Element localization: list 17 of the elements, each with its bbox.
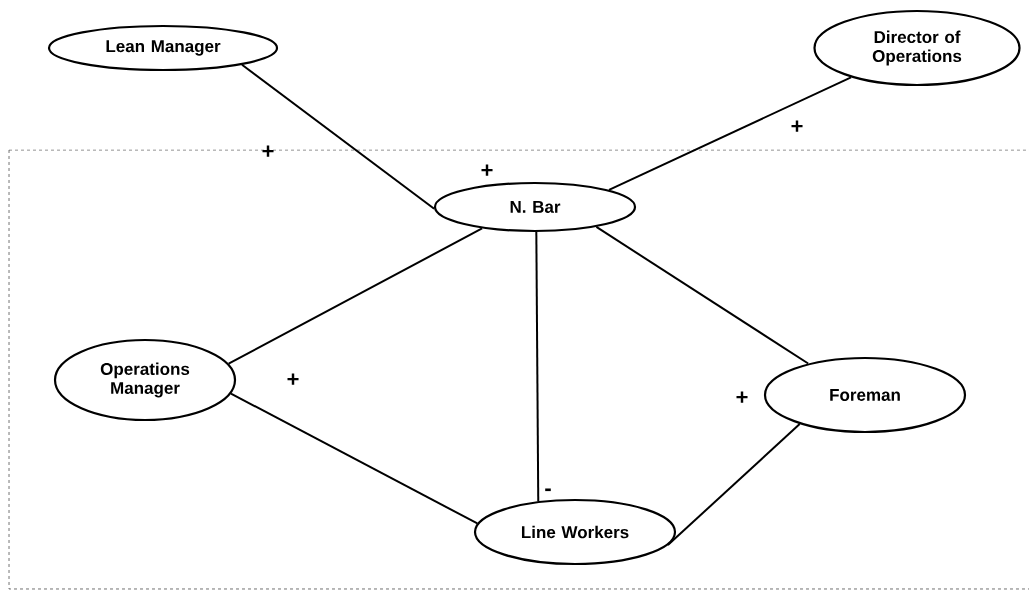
connector-line — [666, 423, 801, 547]
connector-line — [608, 76, 853, 191]
ellipse-node: Operations Manager — [53, 338, 237, 422]
sign-label: + — [287, 373, 299, 385]
connector-line — [595, 225, 810, 365]
sign-label: + — [262, 145, 274, 157]
ellipse-node: N. Bar — [433, 181, 637, 233]
connector-line — [535, 231, 540, 503]
sign-label: + — [791, 120, 803, 132]
ellipse-node: Lean Manager — [47, 24, 279, 72]
connector-line — [229, 392, 479, 525]
sign-label: - — [545, 488, 551, 492]
ellipse-node: Foreman — [763, 356, 967, 434]
connector-line — [227, 227, 484, 365]
ellipse-node: Line Workers — [473, 498, 677, 566]
connector-line — [241, 63, 436, 210]
ellipse-node: Director of Operations — [813, 9, 1021, 87]
